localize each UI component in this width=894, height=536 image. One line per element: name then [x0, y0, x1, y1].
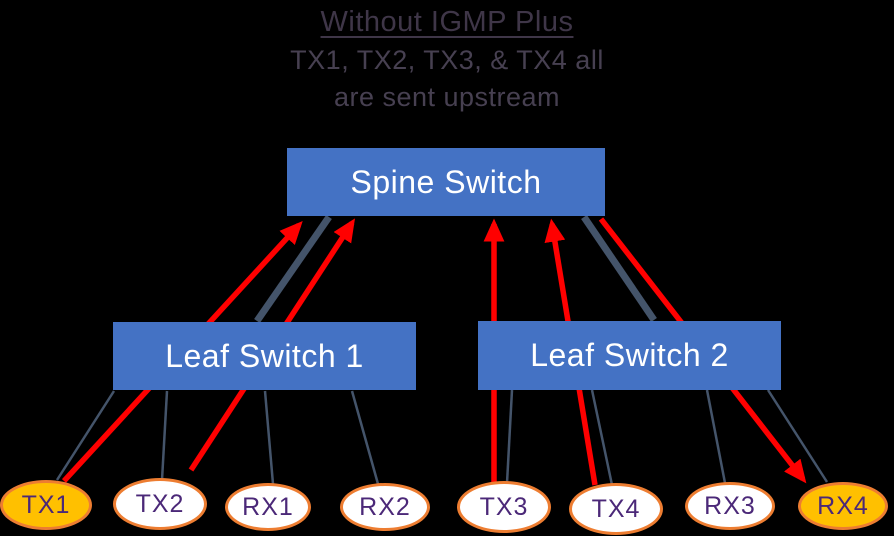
page-title: Without IGMP Plus [320, 6, 574, 38]
node-rx1: RX1 [225, 483, 311, 531]
edge-leaf2-tx4 [590, 389, 614, 486]
node-rx3-label: RX3 [704, 491, 756, 520]
leaf-switch-1-label: Leaf Switch 1 [165, 337, 364, 374]
subtitle-line-1: TX1, TX2, TX3, & TX4 all [290, 45, 604, 75]
leaf-switch-2-box: Leaf Switch 2 [478, 321, 781, 390]
edge-leaf2-rx4 [766, 389, 829, 483]
spine-switch-label: Spine Switch [350, 163, 542, 200]
node-rx1-label: RX1 [242, 492, 294, 521]
edge-leaf1-rx1 [263, 390, 275, 485]
node-tx1: TX1 [0, 480, 92, 530]
edge-leaf1-spine-uplink [254, 215, 332, 323]
title-block: Without IGMP Plus TX1, TX2, TX3, & TX4 a… [0, 2, 894, 116]
node-tx4: TX4 [569, 483, 663, 535]
edge-leaf1-tx1 [55, 390, 116, 481]
node-rx2-label: RX2 [359, 492, 411, 521]
spine-switch-box: Spine Switch [287, 148, 605, 216]
leaf-switch-2-label: Leaf Switch 2 [530, 337, 729, 373]
edge-spine-leaf2-downlink [581, 215, 657, 322]
subtitle-line-2: are sent upstream [333, 82, 561, 112]
node-rx2: RX2 [340, 483, 430, 531]
node-rx4-label: RX4 [817, 491, 869, 520]
node-tx2-label: TX2 [135, 489, 185, 518]
node-tx3-label: TX3 [479, 492, 529, 521]
node-tx3: TX3 [457, 481, 551, 533]
edge-leaf1-rx2 [350, 390, 380, 485]
leaf-switch-1-box: Leaf Switch 1 [113, 322, 416, 390]
edge-leaf2-tx3 [505, 389, 514, 484]
node-tx1-label: TX1 [21, 490, 71, 519]
edge-leaf2-rx3 [705, 389, 727, 484]
node-rx4: RX4 [798, 482, 888, 530]
edge-leaf1-tx2 [160, 390, 169, 481]
node-tx4-label: TX4 [591, 494, 641, 523]
node-rx3: RX3 [685, 482, 775, 530]
node-tx2: TX2 [113, 478, 207, 530]
